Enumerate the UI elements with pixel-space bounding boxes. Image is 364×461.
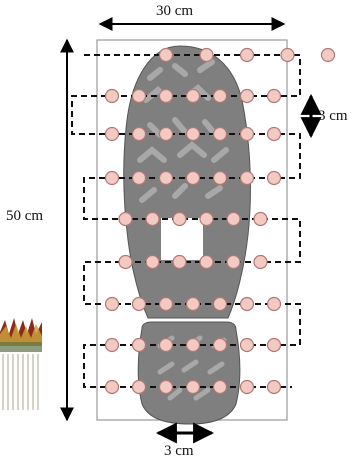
sensor-node xyxy=(214,128,227,141)
sensor-node xyxy=(133,172,146,185)
sensor-node xyxy=(187,90,200,103)
sensor-node xyxy=(133,128,146,141)
sensor-node xyxy=(160,128,173,141)
sensor-node xyxy=(254,213,267,226)
sensor-node xyxy=(146,256,159,269)
sensor-node xyxy=(214,172,227,185)
row-spacing-label: 3 cm xyxy=(318,109,348,124)
sensor-node xyxy=(268,339,281,352)
sensor-node xyxy=(241,90,254,103)
column-spacing-label: 3 cm xyxy=(164,444,194,459)
sensor-node xyxy=(133,381,146,394)
sensor-node xyxy=(200,213,213,226)
sensor-node xyxy=(241,49,254,62)
sensor-node xyxy=(241,339,254,352)
sensor-node xyxy=(268,298,281,311)
sensor-node xyxy=(106,128,119,141)
shoe-sole-heel xyxy=(138,322,240,424)
sensor-node xyxy=(133,339,146,352)
sensor-node xyxy=(227,256,240,269)
sensor-node xyxy=(133,298,146,311)
sensor-node xyxy=(200,256,213,269)
sensor-node xyxy=(160,90,173,103)
sensor-node xyxy=(268,128,281,141)
height-label: 50 cm xyxy=(6,209,43,224)
sensor-node xyxy=(214,339,227,352)
sensor-node xyxy=(268,381,281,394)
width-label: 30 cm xyxy=(156,4,193,19)
textile-fringe-icon xyxy=(0,312,42,412)
sensor-node xyxy=(106,298,119,311)
sensor-node xyxy=(160,49,173,62)
sensor-node xyxy=(146,213,159,226)
sensor-node xyxy=(227,213,240,226)
sensor-node xyxy=(214,381,227,394)
sensor-node xyxy=(187,339,200,352)
sensor-node xyxy=(119,213,132,226)
sensor-node xyxy=(187,381,200,394)
sensor-node xyxy=(241,298,254,311)
sensor-node xyxy=(200,49,213,62)
sensor-node xyxy=(160,172,173,185)
sensor-node xyxy=(187,128,200,141)
sensor-node xyxy=(173,213,186,226)
sensor-node xyxy=(106,339,119,352)
sensor-node xyxy=(160,339,173,352)
sensor-node xyxy=(187,172,200,185)
sensor-node xyxy=(187,298,200,311)
sensor-node xyxy=(133,90,146,103)
sensor-node xyxy=(173,256,186,269)
sensor-node xyxy=(241,381,254,394)
sensor-node xyxy=(214,90,227,103)
sensor-node xyxy=(241,128,254,141)
sensor-node xyxy=(119,256,132,269)
sensor-node xyxy=(214,298,227,311)
sensor-node xyxy=(106,90,119,103)
sensor-node xyxy=(268,172,281,185)
sensor-node xyxy=(281,49,294,62)
sensor-node xyxy=(160,381,173,394)
sensor-node xyxy=(160,298,173,311)
sensor-node xyxy=(254,256,267,269)
sensor-node xyxy=(106,172,119,185)
sensor-node xyxy=(241,172,254,185)
sensor-node xyxy=(106,381,119,394)
sensor-node xyxy=(268,90,281,103)
sensor-node xyxy=(322,49,335,62)
